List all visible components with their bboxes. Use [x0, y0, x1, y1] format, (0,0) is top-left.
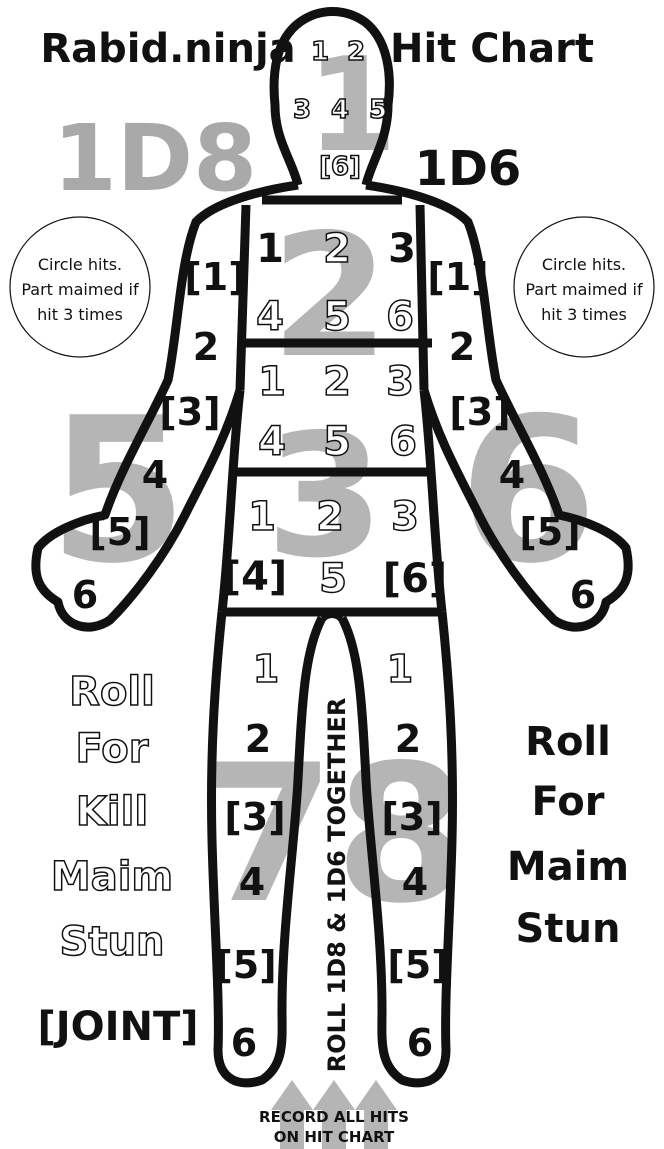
- torso-right-edge: [420, 205, 424, 390]
- right-roll-word: Roll: [525, 719, 611, 765]
- right-leg-roll-6: 6: [407, 1021, 433, 1065]
- note-line-2: Part maimed if: [21, 280, 139, 299]
- right-roll-text: Roll For Maim Stun: [507, 719, 629, 952]
- right-leg-roll-3: [3]: [381, 795, 442, 839]
- left-leg-roll-6: 6: [231, 1021, 257, 1065]
- footer-line-2: ON HIT CHART: [274, 1128, 395, 1146]
- left-roll-word: Roll: [69, 669, 155, 715]
- left-arm-roll-6: 6: [72, 573, 98, 617]
- left-leg-roll-2: 2: [245, 717, 271, 761]
- left-arm-roll-2: 2: [193, 325, 219, 369]
- right-arm-roll-3: [3]: [449, 390, 510, 434]
- left-arm-roll-3: [3]: [159, 390, 220, 434]
- footer-line-1: RECORD ALL HITS: [259, 1108, 409, 1126]
- right-stun-word: Stun: [516, 906, 621, 952]
- left-maim-word: Maim: [51, 854, 173, 900]
- left-leg-roll-3: [3]: [224, 795, 285, 839]
- head-roll-1: 1: [311, 37, 329, 67]
- left-for-word: For: [76, 726, 149, 772]
- belly-roll-2: 2: [323, 359, 351, 405]
- right-arm-roll-6: 6: [570, 573, 596, 617]
- belly-roll-4: 4: [258, 419, 286, 465]
- title-left: Rabid.ninja: [40, 26, 295, 72]
- belly-roll-3: 3: [386, 359, 414, 405]
- right-for-word: For: [532, 779, 605, 825]
- right-arm-roll-4: 4: [499, 453, 525, 497]
- note-line-3: hit 3 times: [541, 305, 627, 324]
- groin-roll-3: 3: [391, 494, 419, 540]
- right-maim-word: Maim: [507, 844, 629, 890]
- left-joint-word: [JOINT]: [37, 1004, 198, 1050]
- belly-roll-1: 1: [258, 359, 286, 405]
- d8-label: 1D8: [53, 105, 257, 212]
- chest-roll-2: 2: [323, 226, 351, 272]
- groin-roll-4: [4]: [223, 554, 287, 600]
- head-roll-3: 3: [293, 95, 311, 125]
- right-leg-roll-2: 2: [395, 717, 421, 761]
- right-arm-roll-2: 2: [449, 325, 475, 369]
- belly-roll-5: 5: [323, 419, 351, 465]
- left-arm-roll-5: [5]: [89, 510, 150, 554]
- groin-roll-5: 5: [319, 556, 347, 602]
- left-arm-roll-1: [1]: [184, 255, 245, 299]
- right-leg-roll-1: 1: [387, 647, 413, 691]
- chest-roll-4: 4: [256, 294, 284, 340]
- note-line-1: Circle hits.: [542, 255, 626, 274]
- left-leg-roll-1: 1: [253, 647, 279, 691]
- title-right: Hit Chart: [390, 26, 594, 72]
- right-leg-roll-5: [5]: [387, 943, 448, 987]
- roll-together-instruction: ROLL 1D8 & 1D6 TOGETHER: [323, 698, 351, 1073]
- belly-roll-6: 6: [389, 419, 417, 465]
- chest-roll-3: 3: [388, 226, 416, 272]
- head-roll-5: 5: [369, 95, 387, 125]
- chest-roll-5: 5: [323, 294, 351, 340]
- head-roll-2: 2: [347, 37, 365, 67]
- chest-roll-6: 6: [386, 294, 414, 340]
- head-roll-4: 4: [331, 95, 349, 125]
- left-arm-roll-4: 4: [142, 453, 168, 497]
- groin-roll-1: 1: [248, 494, 276, 540]
- left-stun-word: Stun: [60, 919, 165, 965]
- left-leg-roll-5: [5]: [215, 943, 276, 987]
- circle-note-right: Circle hits. Part maimed if hit 3 times: [514, 217, 654, 357]
- head-roll-6: [6]: [319, 152, 361, 182]
- right-leg-roll-4: 4: [402, 860, 428, 904]
- note-line-2: Part maimed if: [525, 280, 643, 299]
- left-leg-roll-4: 4: [239, 860, 265, 904]
- note-line-3: hit 3 times: [37, 305, 123, 324]
- groin-roll-6: [6]: [383, 556, 447, 602]
- left-roll-text: Roll For Kill Maim Stun [JOINT]: [37, 669, 198, 1050]
- left-kill-word: Kill: [76, 789, 148, 835]
- right-arm-roll-5: [5]: [519, 510, 580, 554]
- right-arm-roll-1: [1]: [427, 255, 488, 299]
- note-line-1: Circle hits.: [38, 255, 122, 274]
- chest-roll-1: 1: [256, 226, 284, 272]
- d6-label: 1D6: [415, 141, 522, 197]
- circle-note-left: Circle hits. Part maimed if hit 3 times: [10, 217, 150, 357]
- groin-roll-2: 2: [316, 494, 344, 540]
